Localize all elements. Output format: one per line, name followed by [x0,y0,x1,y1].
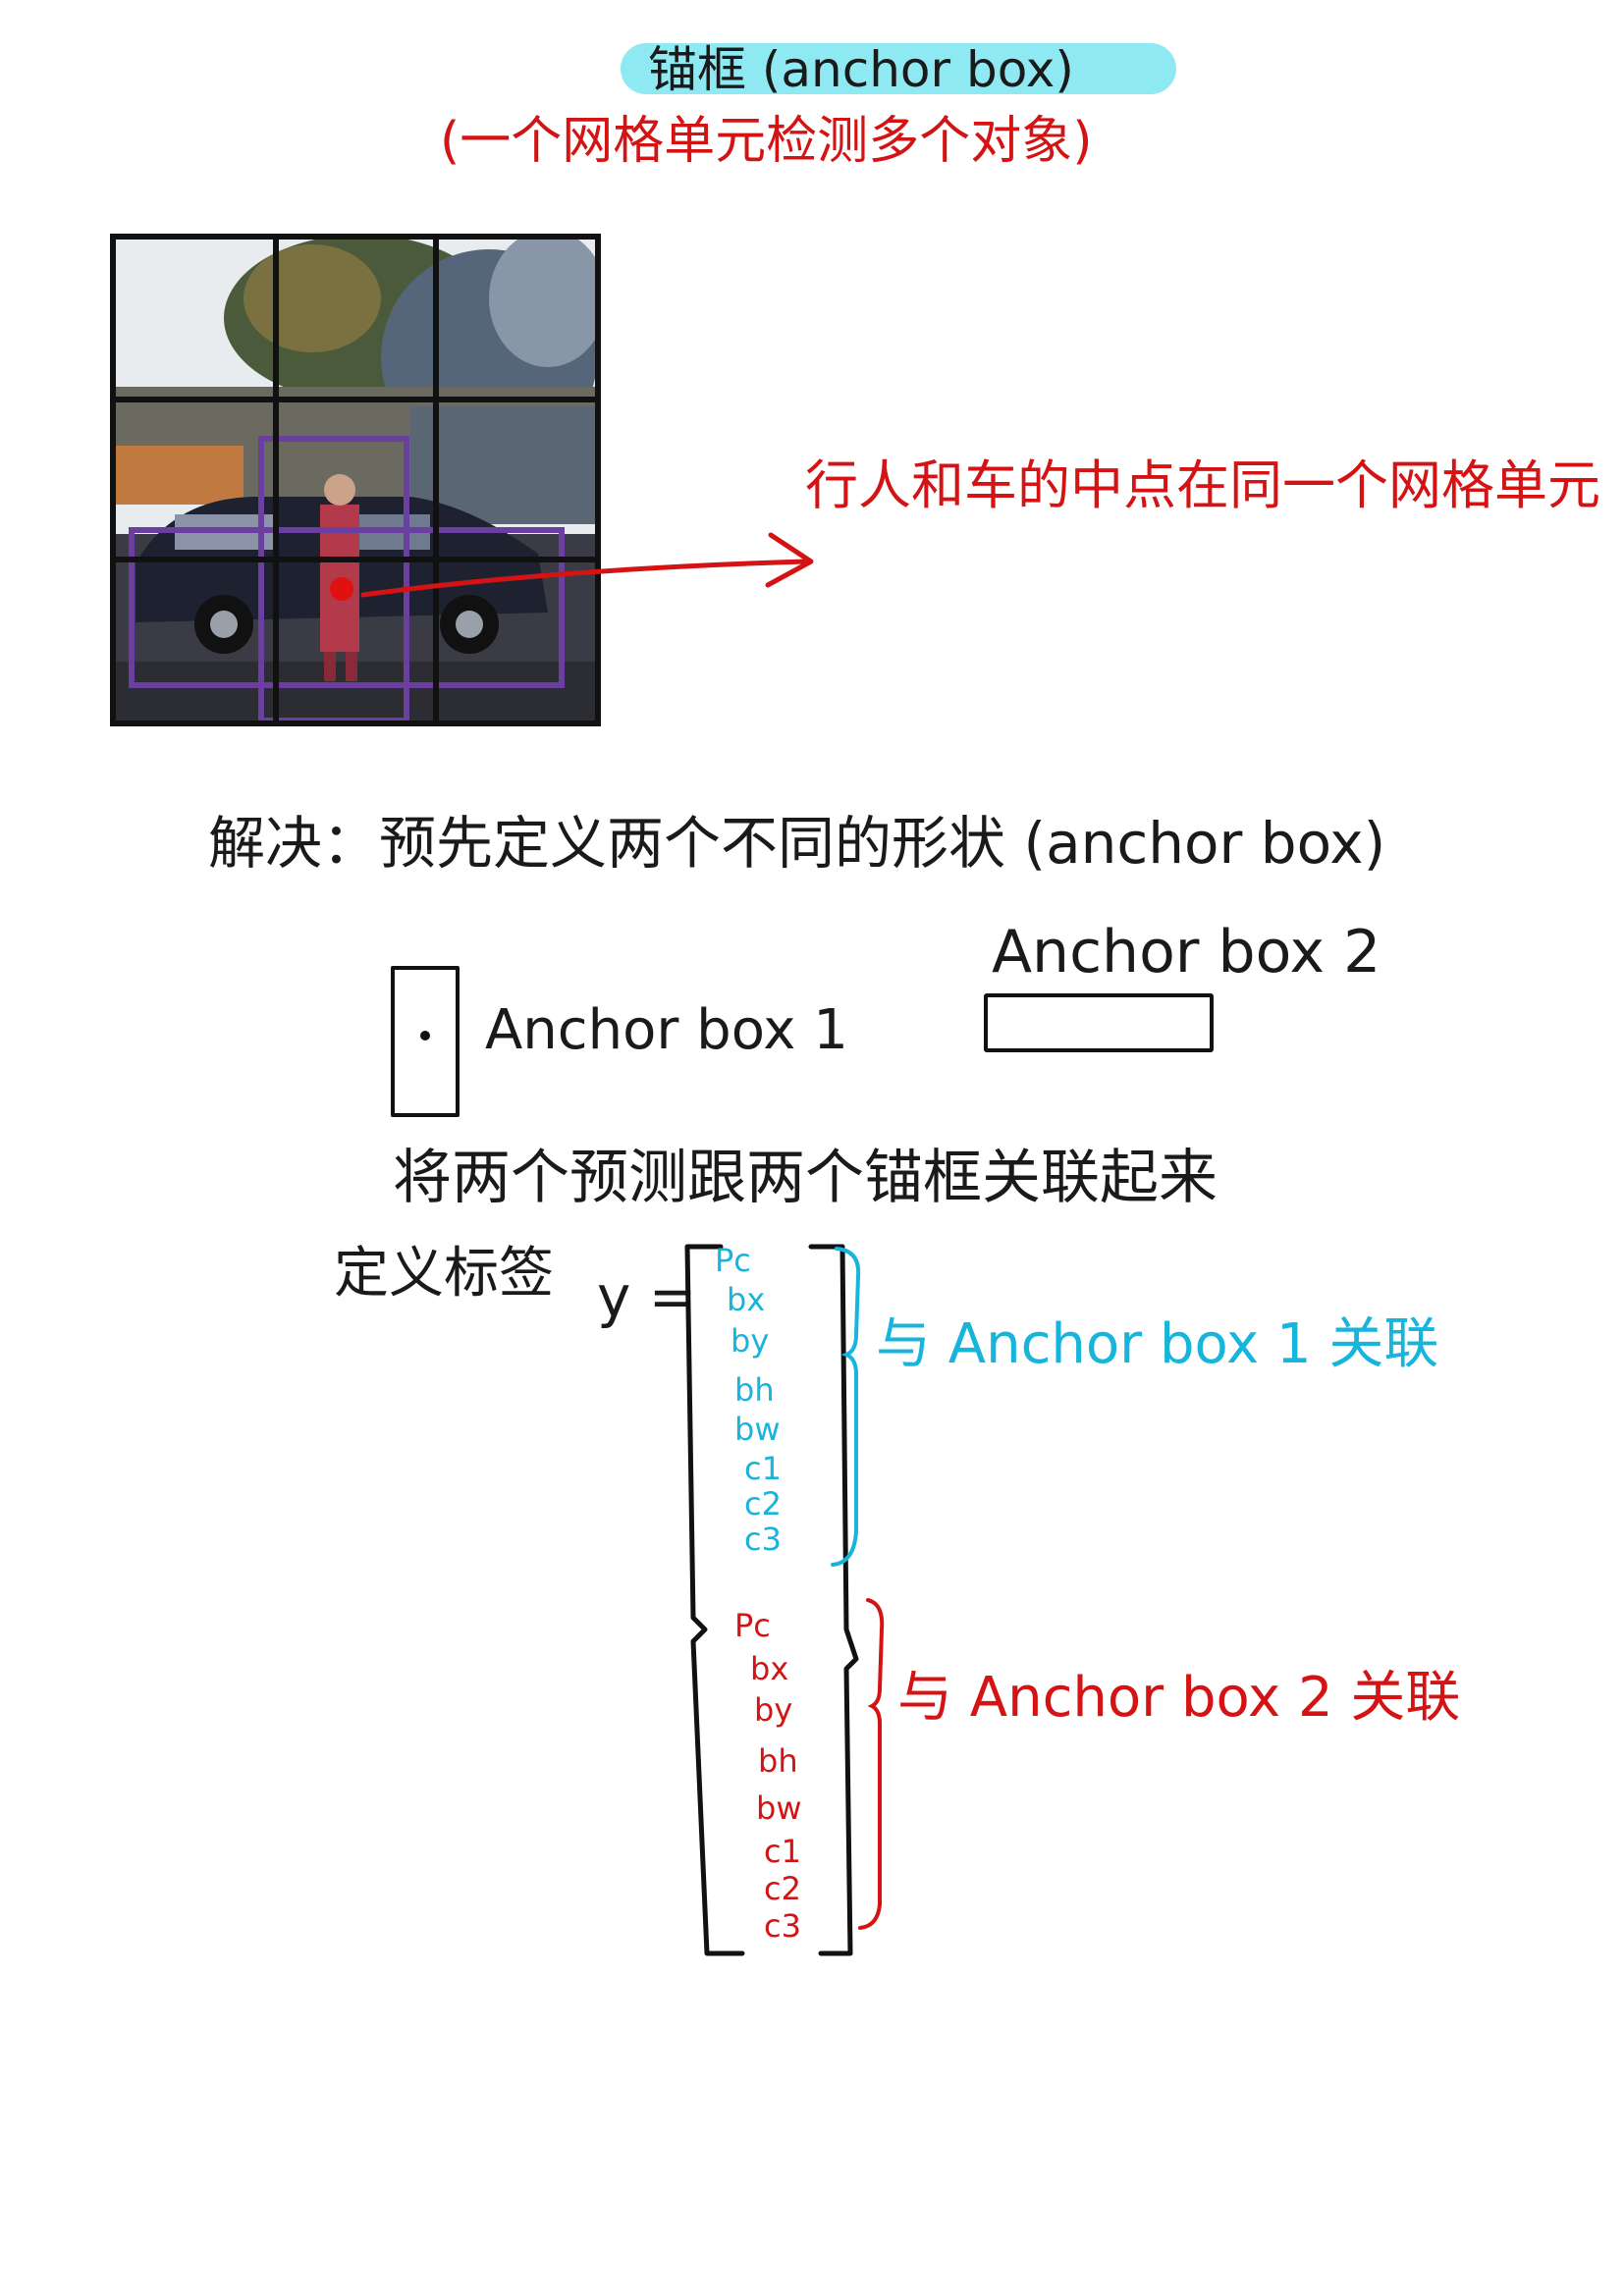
vector-entry: bw [734,1411,781,1448]
vector-entry: by [731,1322,770,1360]
vector-entry: c1 [744,1450,782,1487]
anchor-box-1-label: Anchor box 1 [485,998,848,1062]
anchor-box-2-association: 与 Anchor box 2 关联 [897,1666,1461,1730]
vector-entry: c2 [764,1870,801,1907]
label-variable: y = [597,1263,697,1330]
vector-entry: c2 [744,1485,782,1522]
grid-photo-drawing [116,240,595,721]
midpoint-note: 行人和车的中点在同一个网格单元 [805,454,1600,516]
solution-text: 解决：预先定义两个不同的形状 (anchor box) [208,810,1386,877]
anchor-box-1-association: 与 Anchor box 1 关联 [876,1312,1439,1376]
anchor-box-1-shape [391,966,460,1117]
link-note: 将两个预测跟两个锚框关联起来 [393,1144,1218,1212]
title-highlight [621,43,1176,94]
vector-entry: c1 [764,1833,801,1870]
vector-entry: bx [750,1650,789,1687]
subtitle: (一个网格单元检测多个对象) [440,112,1093,171]
title-block: 锚框 (anchor box) [621,37,1176,100]
label-definition: 定义标签 [334,1242,554,1306]
grid-photo [110,234,601,726]
vector-entry: c3 [764,1907,801,1945]
vector-entry: bh [758,1742,798,1780]
vector-entry: bh [734,1371,775,1409]
vector-entry: c3 [744,1521,782,1558]
vector-entry: bw [756,1789,802,1827]
page-title: 锚框 (anchor box) [648,41,1074,98]
anchor-box-2-label: Anchor box 2 [992,918,1381,987]
anchor-box-1-center-dot [420,1031,430,1041]
vector-entry: bx [727,1281,766,1318]
anchor-box-2-shape [984,993,1214,1052]
vector-entry: by [754,1691,793,1729]
vector-entry: Pc [715,1242,751,1279]
vector-entry: Pc [734,1607,771,1644]
